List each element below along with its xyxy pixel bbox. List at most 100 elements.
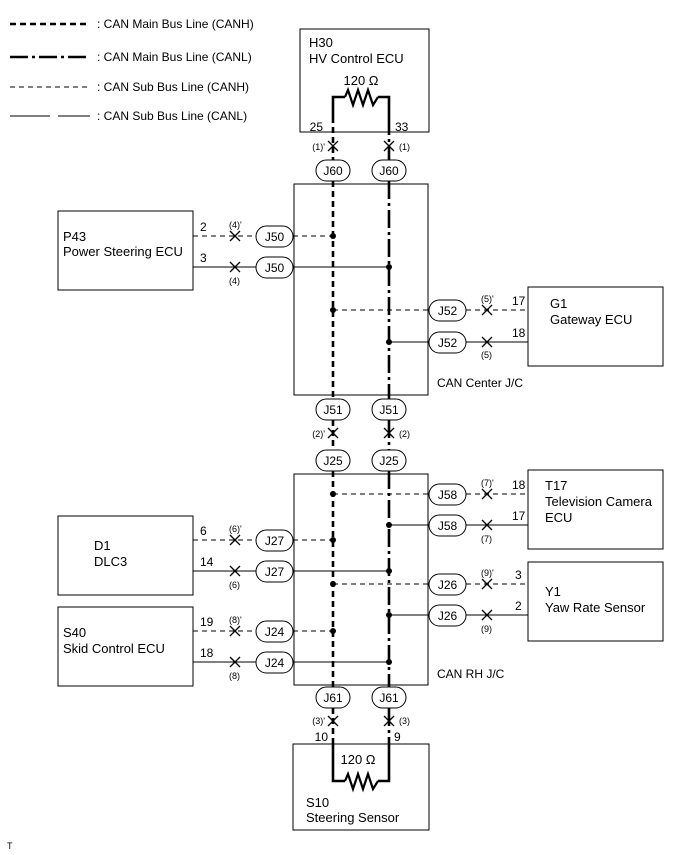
connector-label: J26: [438, 609, 458, 623]
pin-number: 18: [200, 646, 214, 660]
point-label: (6)': [229, 524, 242, 534]
pin-number: 17: [512, 294, 526, 308]
connector-label: J25: [379, 454, 399, 468]
connector-label: J50: [265, 261, 285, 275]
hv-ecu-name: HV Control ECU: [309, 51, 404, 66]
connector-oval: [371, 398, 407, 421]
footer-mark: T: [7, 841, 13, 851]
rh-jc-label: CAN RH J/C: [437, 667, 505, 681]
connector-oval: [428, 299, 467, 322]
connector-oval: [315, 449, 351, 472]
point-label: (5)': [481, 294, 494, 304]
pin-number: 10: [315, 730, 329, 744]
steering-canl-lead: [378, 744, 391, 783]
bottom-resistor-symbol: [343, 770, 379, 793]
connector-oval: [428, 483, 467, 506]
gateway-ecu-box: [527, 286, 664, 367]
point-x-mark: [229, 230, 241, 242]
point-labels: (1)' (1) (2)' (2) (3)' (3) (4)' (4) (5)'…: [229, 142, 494, 726]
junction-dots: [330, 233, 392, 665]
connectors: J60 J60 J50 J50 J52 J52 J51 J51 J25 J25 …: [255, 159, 467, 709]
connector-label: J50: [265, 230, 285, 244]
point-label: (1)': [312, 142, 325, 152]
point-x-mark: [229, 656, 241, 668]
connector-oval: [255, 560, 294, 583]
can-center-jc-box: [293, 183, 429, 396]
junction-dot: [386, 568, 392, 574]
legend-label-canl-main: : CAN Main Bus Line (CANL): [97, 50, 252, 64]
point-x-mark: [481, 609, 493, 621]
connector-oval: [255, 529, 294, 552]
junction-dot: [386, 522, 392, 528]
junction-dot: [386, 339, 392, 345]
pin-number: 14: [200, 555, 214, 569]
connector-oval: [428, 604, 467, 627]
point-x-mark: [481, 304, 493, 316]
top-resistor-value: 120 Ω: [343, 73, 378, 88]
point-x-mark: [327, 427, 339, 439]
point-label: (7): [481, 534, 492, 544]
dlc-code: D1: [94, 538, 111, 553]
tv-ecu-name: Television Camera: [545, 494, 653, 509]
top-resistor-symbol: [343, 86, 379, 109]
connector-oval: [428, 514, 467, 537]
pin-number: 2: [515, 599, 522, 613]
ps-ecu-code: P43: [63, 229, 86, 244]
legend-label-canh-sub: : CAN Sub Bus Line (CANH): [97, 80, 249, 94]
point-label: (9)': [481, 568, 494, 578]
point-x-mark: [229, 534, 241, 546]
point-label: (2): [399, 429, 410, 439]
point-label: (8)': [229, 615, 242, 625]
pin-number: 18: [512, 326, 526, 340]
bottom-resistor-value: 120 Ω: [340, 752, 375, 767]
legend: : CAN Main Bus Line (CANH) : CAN Main Bu…: [10, 17, 254, 123]
connector-label: J58: [438, 488, 458, 502]
connector-oval: [428, 573, 467, 596]
connector-label: J26: [438, 578, 458, 592]
point-x-mark: [383, 427, 395, 439]
can-rh-jc-box: [293, 473, 429, 686]
connector-label: J24: [265, 656, 285, 670]
point-label: (9): [481, 624, 492, 634]
connector-label: J27: [265, 534, 285, 548]
connector-oval: [255, 651, 294, 674]
pin-number: 25: [310, 120, 324, 134]
center-jc-label: CAN Center J/C: [437, 376, 523, 390]
pin-numbers: 25 33 2 3 17 18 18 17 6 14 3 2 19 18 10 …: [200, 120, 526, 744]
connector-label: J58: [438, 519, 458, 533]
pin-number: 6: [200, 524, 207, 538]
skid-ecu-name: Skid Control ECU: [63, 641, 165, 656]
hv-control-ecu-box: [299, 28, 430, 133]
point-label: (1): [399, 142, 410, 152]
yaw-name: Yaw Rate Sensor: [545, 600, 646, 615]
connector-oval: [371, 449, 407, 472]
connector-label: J51: [323, 403, 343, 417]
junction-dot: [330, 537, 336, 543]
skid-ecu-code: S40: [63, 625, 86, 640]
point-x-mark: [383, 140, 395, 152]
junction-dot: [330, 233, 336, 239]
gw-ecu-name: Gateway ECU: [550, 312, 632, 327]
point-label: (3)': [312, 716, 325, 726]
measurement-points: [229, 140, 493, 727]
connector-oval: [371, 686, 407, 709]
hv-canh-lead: [331, 95, 345, 117]
pin-number: 17: [512, 509, 526, 523]
junction-dot: [386, 612, 392, 618]
pin-number: 18: [512, 478, 526, 492]
dlc3-box: [57, 515, 194, 596]
steering-sensor-code: S10: [306, 795, 329, 810]
point-label: (4): [229, 276, 240, 286]
point-x-mark: [383, 715, 395, 727]
tv-ecu-name-line2: ECU: [545, 510, 572, 525]
junction-dot: [330, 491, 336, 497]
pin-number: 3: [200, 251, 207, 265]
legend-label-canl-sub: : CAN Sub Bus Line (CANL): [97, 109, 247, 123]
connector-label: J60: [379, 164, 399, 178]
skid-control-ecu-box: [57, 606, 194, 687]
point-label: (2)': [312, 429, 325, 439]
connector-oval: [255, 256, 294, 279]
steering-canh-lead: [331, 744, 345, 783]
pin-number: 2: [200, 220, 207, 234]
